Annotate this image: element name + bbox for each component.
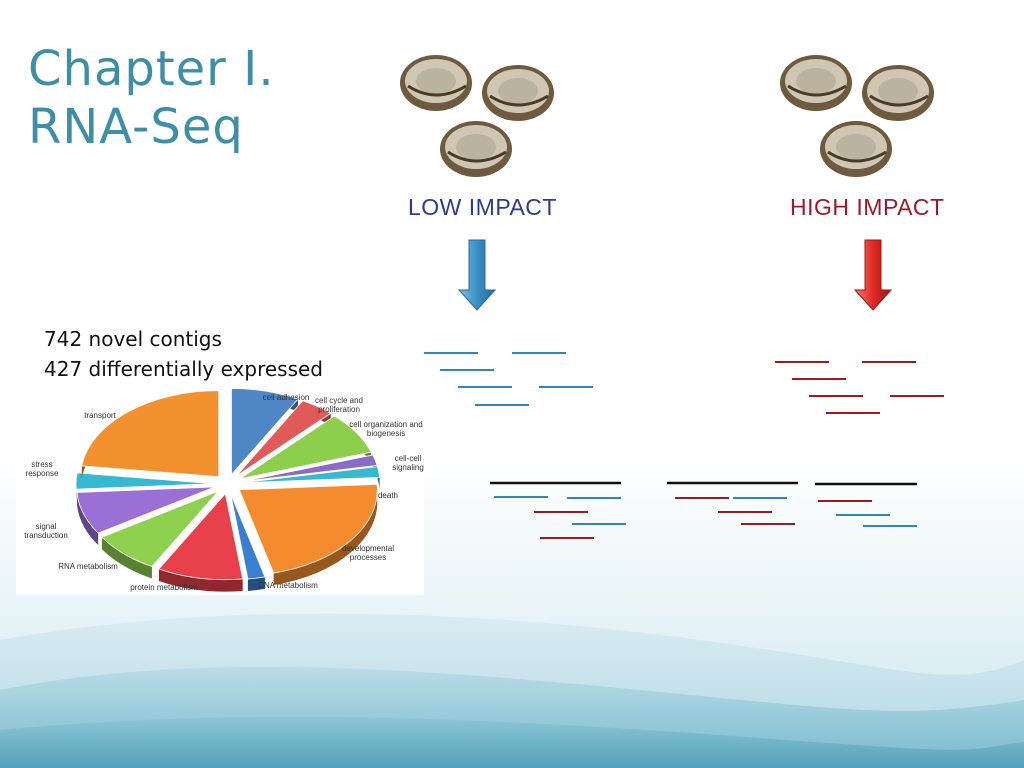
pie-slice-side [101, 537, 152, 579]
pie-slice-label: RNA metabolism [58, 562, 118, 571]
oyster-icon [780, 55, 852, 111]
pie-slice-label: protein metabolism [130, 583, 198, 592]
pie-slice [241, 466, 381, 484]
pie-slice [158, 492, 244, 581]
pie-slice [231, 388, 299, 476]
pie-slice [235, 400, 332, 477]
oyster-icon [820, 121, 892, 177]
pie-slice-side [76, 492, 99, 546]
oyster-cluster-high [780, 55, 934, 177]
oyster-icon [400, 55, 472, 111]
arrow-down-icon [457, 239, 497, 311]
pie-slice [81, 390, 220, 478]
pie-slice [241, 454, 378, 482]
contig-lines [490, 481, 917, 486]
pie-slice-side [158, 568, 243, 592]
pie-slice [238, 483, 378, 574]
pie-slice [76, 486, 215, 534]
pie-slice-label: cell adhesion [263, 393, 310, 402]
novel-contigs-text: 742 novel contigs [44, 327, 222, 351]
high-impact-label: HIGH IMPACT [790, 194, 945, 220]
pie-slice-label: DNA metabolism [258, 581, 318, 590]
pie-slice-label: death [378, 491, 398, 500]
low-impact-reads [424, 352, 593, 406]
slide-title: Chapter I. RNA-Seq [28, 40, 275, 156]
pie-slice-label: transport [84, 411, 116, 420]
mapped-reads [494, 496, 917, 539]
title-line-2: RNA-Seq [28, 99, 244, 155]
differentially-expressed-text: 427 differentially expressed [44, 357, 324, 381]
pie-slice-side [273, 484, 378, 586]
low-impact-label: LOW IMPACT [408, 194, 557, 220]
oyster-icon [482, 65, 554, 121]
contig-stats: 742 novel contigs 427 differentially exp… [44, 324, 323, 384]
pie-slice [75, 472, 215, 490]
title-line-1: Chapter I. [28, 41, 275, 97]
oyster-cluster-low [400, 55, 554, 177]
pie-slice [230, 493, 266, 580]
oyster-icon [862, 65, 934, 121]
pie-slice-side [247, 576, 265, 591]
high-impact-reads [775, 361, 944, 414]
arrow-down-icon [853, 239, 893, 311]
pie-slice [239, 415, 372, 480]
pie-slice [101, 490, 219, 567]
oyster-icon [440, 121, 512, 177]
